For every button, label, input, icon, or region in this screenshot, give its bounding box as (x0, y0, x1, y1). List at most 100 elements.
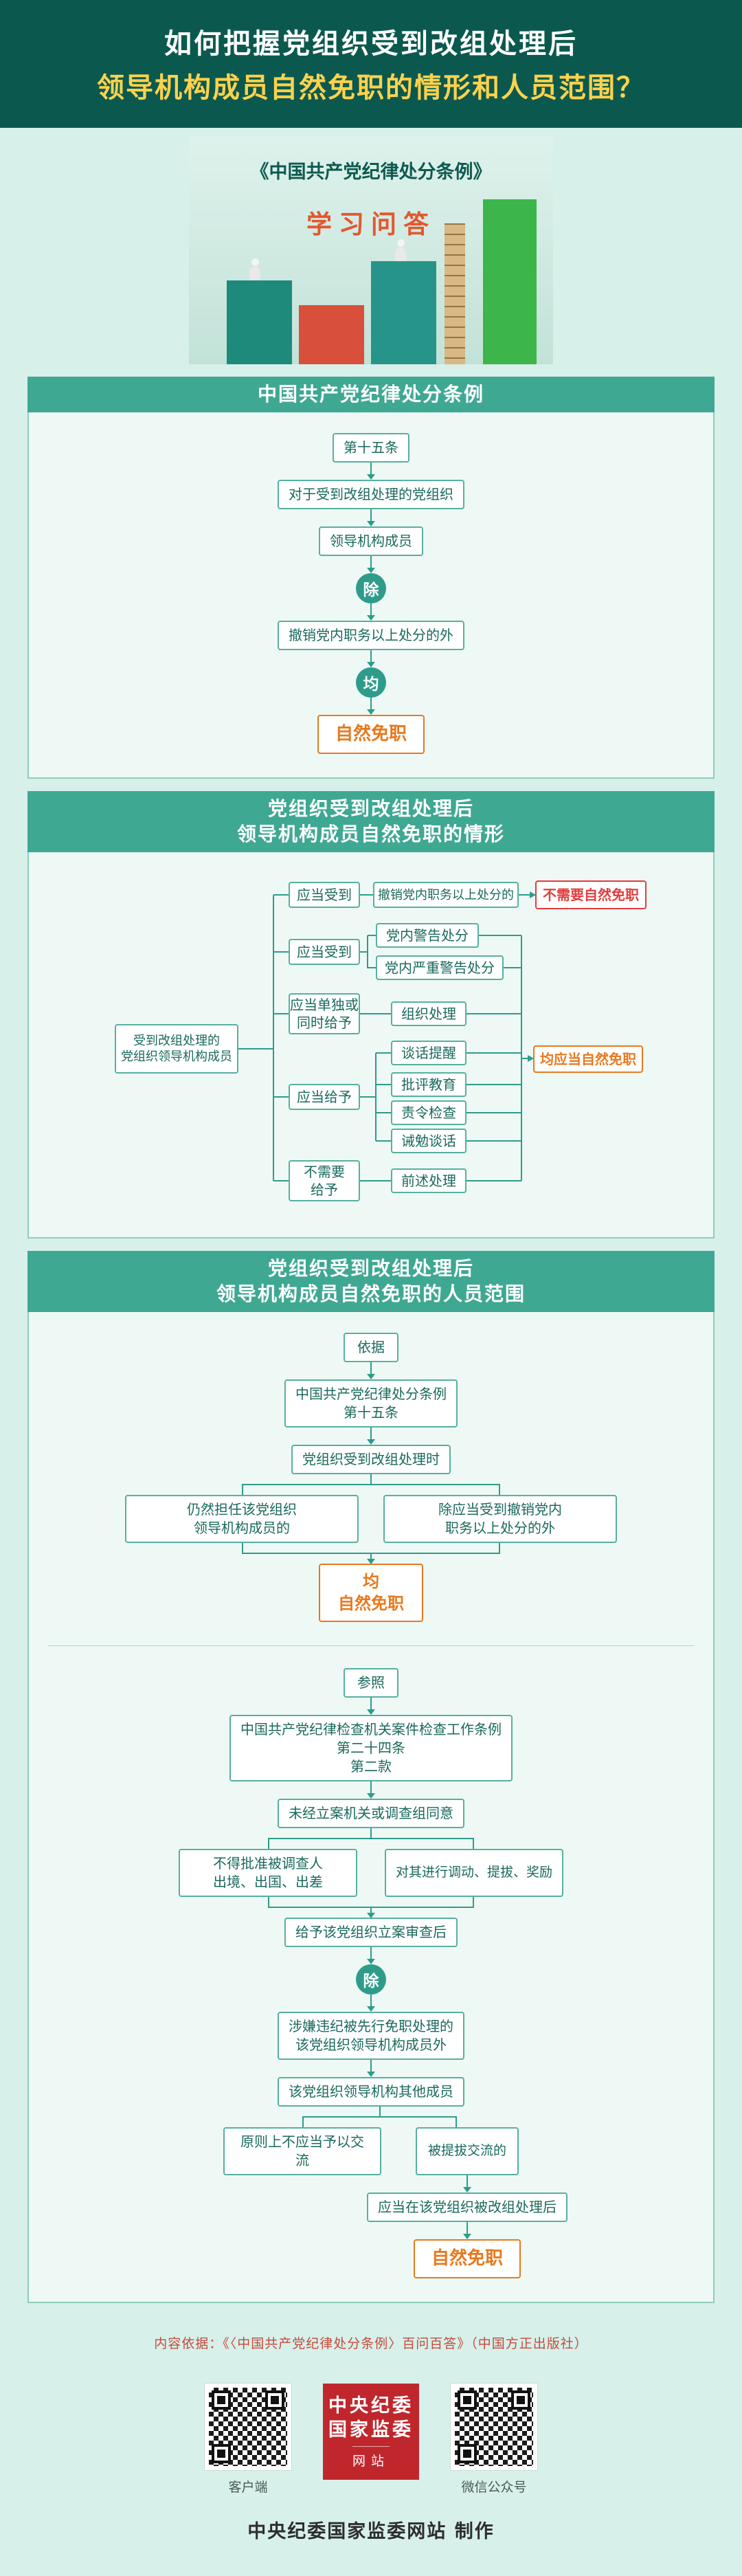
cover-book-title: 《中国共产党纪律处分条例》 (250, 162, 492, 182)
arrow-down-icon (367, 509, 375, 527)
decor-bar-red (299, 305, 364, 364)
node-ordered-inspection: 责令检查 (391, 1100, 466, 1126)
figurine-head (251, 258, 259, 266)
section3-content: 依据 中国共产党纪律处分条例 第十五条 党组织受到改组处理时 仍然担任该党组织 … (27, 1312, 715, 2303)
text-line: 出境、出国、出差 (213, 1873, 323, 1890)
arrow-down-icon (367, 650, 375, 668)
logo-line: 中央纪委 (328, 2395, 414, 2417)
section-regulation: 中国共产党纪律处分条例 第十五条 对于受到改组处理的党组织 领导机构成员 除 撤… (27, 377, 715, 779)
node-severe-warning: 党内严重警告处分 (376, 955, 504, 981)
node-row1-label: 应当受到 (289, 882, 360, 909)
cases-flowchart: 受到改组处理的 党组织领导机构成员 应当受到 撤销党内职务以上处分的 不需要自然… (29, 852, 713, 1237)
node-except-punished: 撤销党内职务以上处分的外 (278, 621, 464, 651)
node-aforesaid-handling: 前述处理 (391, 1168, 466, 1194)
arrow-down-icon (367, 1994, 375, 2012)
node-after-case-filing: 给予该党组织立案审查后 (284, 1917, 458, 1947)
node-when-reorganized: 党组织受到改组处理时 (291, 1445, 451, 1475)
node-already-dismissed: 涉嫌违纪被先行免职处理的 该党组织领导机构成员外 (278, 2011, 464, 2060)
decor-bar-green (483, 199, 537, 364)
branch-row: 不得批准被调查人 出境、出国、出差 对其进行调动、提拔、奖励 (179, 1848, 563, 1897)
node-all-circle: 均 (356, 667, 386, 698)
node-law-a: 中国共产党纪律处分条例 第十五条 (284, 1379, 458, 1428)
node-except-punished: 除应当受到撤销党内 职务以上处分的外 (383, 1495, 617, 1544)
node-after-reorganization: 应当在该党组织被改组处理后 (367, 2192, 567, 2222)
text-line: 仍然担任该党组织 (187, 1501, 297, 1518)
qr-item-app: 客户端 (204, 2382, 292, 2496)
arrow-down-icon (367, 603, 375, 621)
section-cases: 党组织受到改组处理后 领导机构成员自然免职的情形 (27, 791, 715, 1239)
node-no-transfer-promotion: 对其进行调动、提拔、奖励 (385, 1848, 563, 1897)
arrow-down-icon (367, 1697, 375, 1715)
ruler-icon (445, 223, 465, 364)
main-title-line1: 如何把握党组织受到改组处理后 (164, 28, 578, 60)
node-row4-label: 应当给予 (289, 1084, 360, 1111)
figurine-body (395, 247, 406, 261)
node-all-natural-dismissal: 均 自然免职 (319, 1564, 423, 1622)
text-line: 第十五条 (344, 1404, 398, 1421)
node-article15: 第十五条 (333, 433, 409, 463)
node-no-travel-approval: 不得批准被调查人 出境、出国、出差 (179, 1848, 357, 1897)
arrow-right-icon (530, 891, 536, 899)
qr-item-wechat: 微信公众号 (450, 2382, 538, 2496)
node-criticism-education: 批评教育 (391, 1072, 466, 1098)
section3-banner: 党组织受到改组处理后 领导机构成员自然免职的人员范围 (27, 1251, 715, 1313)
node-row1-target: 撤销党内职务以上处分的 (373, 882, 519, 909)
section-scope: 党组织受到改组处理后 领导机构成员自然免职的人员范围 依据 中国共产党纪律处分条… (27, 1251, 715, 2303)
right-branch-chain: 应当在该党组织被改组处理后 自然免职 (367, 2175, 567, 2278)
merge-connector (242, 1543, 500, 1565)
content-source: 内容依据：《〈中国共产党纪律处分条例〉百问百答》（中国方正出版社） (154, 2335, 588, 2351)
qr-label-wechat: 微信公众号 (461, 2479, 527, 2495)
text-line: 同时给予 (297, 1014, 352, 1032)
banner-line: 党组织受到改组处理后 (267, 1257, 474, 1280)
arrow-right-icon (528, 1055, 534, 1063)
cover-subtitle: 学习问答 (306, 210, 436, 239)
banner-line: 党组织受到改组处理后 (267, 797, 474, 821)
text-line: 不得批准被调查人 (213, 1854, 323, 1872)
node-promoted-exchanged: 被提拔交流的 (416, 2127, 519, 2175)
flowchart-connectors (238, 891, 536, 1182)
text-line: 中国共产党纪律检查机关案件检查工作条例 (240, 1720, 502, 1737)
text-line: 给予 (311, 1181, 338, 1199)
arrow-down-icon (367, 1781, 375, 1799)
node-natural-dismissal: 自然免职 (413, 2239, 521, 2278)
qr-code-row: 客户端 中央纪委 国家监委 网站 微信公众号 (0, 2382, 742, 2496)
cover-photo: 《中国共产党纪律处分条例》 学习问答 (189, 136, 553, 364)
node-warning: 党内警告处分 (376, 923, 479, 948)
figurine-head (396, 239, 405, 247)
text-line: 涉嫌违纪被先行免职处理的 (289, 2017, 453, 2034)
credit-line: 中央纪委国家监委网站 制作 (247, 2520, 495, 2542)
node-natural-dismissal: 自然免职 (317, 715, 425, 755)
decor-bar-teal (227, 280, 292, 364)
text-line: 均 (363, 1572, 379, 1592)
figurine-icon (249, 258, 260, 280)
node-without-approval: 未经立案机关或调查组同意 (278, 1798, 464, 1828)
node-still-serving: 仍然担任该党组织 领导机构成员的 (125, 1495, 359, 1544)
qr-finder-icon (511, 2390, 530, 2410)
arrow-down-icon (463, 2175, 471, 2192)
ccdi-logo: 中央纪委 国家监委 网站 (323, 2383, 419, 2480)
arrow-down-icon (463, 2221, 471, 2239)
qr-finder-icon (212, 2443, 231, 2463)
split-connector (242, 1474, 500, 1496)
logo-line: 网站 (352, 2446, 390, 2469)
section-divider (48, 1645, 694, 1646)
figurine-body (249, 267, 260, 280)
figurine-icon (395, 239, 406, 261)
arrow-down-icon (367, 463, 375, 480)
qr-finder-icon (265, 2390, 284, 2410)
node-basis-tag: 依据 (344, 1333, 398, 1363)
banner-line: 领导机构成员自然免职的人员范围 (216, 1282, 526, 1305)
split-connector (268, 1828, 474, 1849)
split-connector (302, 2106, 457, 2127)
node-reference-tag: 参照 (344, 1667, 398, 1698)
arrow-down-icon (367, 2059, 375, 2077)
node-except-circle: 除 (356, 573, 386, 604)
text-line: 中国共产党纪律处分条例 (295, 1386, 447, 1403)
branch-row: 仍然担任该党组织 领导机构成员的 除应当受到撤销党内 职务以上处分的外 (125, 1495, 617, 1544)
node-no-dismissal-needed: 不需要自然免职 (535, 880, 647, 910)
qr-finder-icon (458, 2390, 477, 2410)
section2-content: 受到改组处理的 党组织领导机构成员 应当受到 撤销党内职务以上处分的 不需要自然… (27, 852, 715, 1239)
node-leadership-members: 领导机构成员 (319, 526, 423, 557)
scope-flowchart-reference: 参照 中国共产党纪律检查机关案件检查工作条例 第二十四条 第二款 未经立案机关或… (29, 1665, 713, 2302)
text-line: 职务以上处分的外 (445, 1520, 555, 1537)
